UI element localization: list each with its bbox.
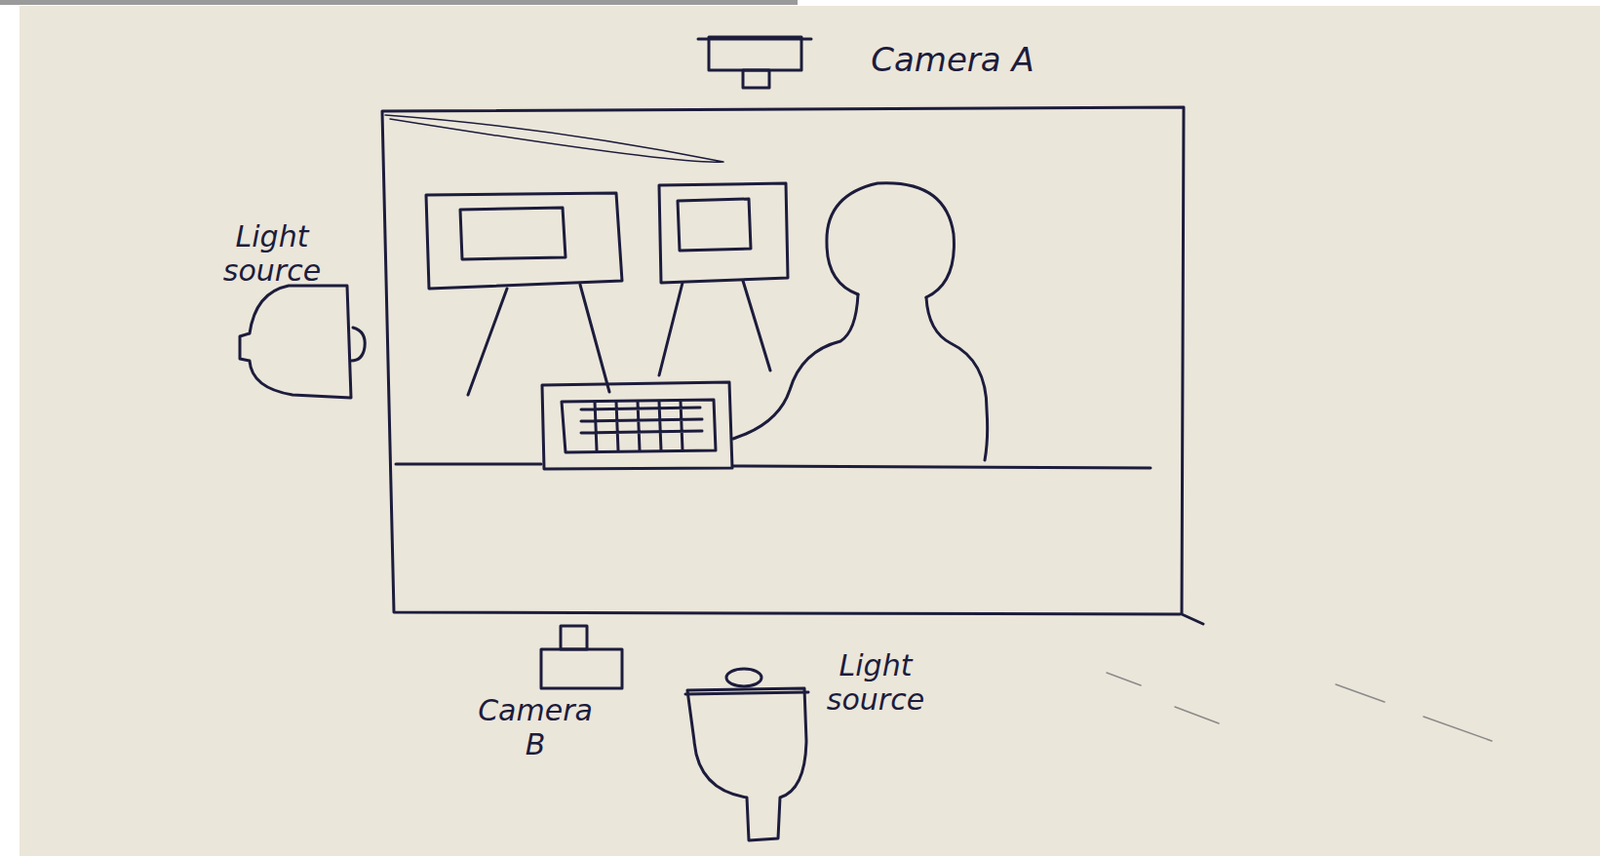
camera-a-symbol xyxy=(698,37,812,88)
light-label: Light source xyxy=(208,220,336,288)
camera-label: Camera A xyxy=(840,40,1065,79)
frame-scribble xyxy=(385,115,724,162)
keyboard xyxy=(542,382,733,469)
monitor-left xyxy=(426,193,623,395)
desk-edge xyxy=(395,464,1151,469)
person-silhouette xyxy=(733,183,988,461)
paper-background xyxy=(19,5,1600,856)
camera-b-symbol xyxy=(541,625,623,689)
light-left-symbol xyxy=(239,285,365,398)
light-bottom-symbol xyxy=(685,668,809,841)
camera-label: Camera B xyxy=(473,694,597,762)
faint-marks xyxy=(1106,672,1492,742)
light-label: Light source xyxy=(807,649,944,717)
monitor-right xyxy=(659,183,788,376)
scene-frame xyxy=(382,107,1204,625)
top-bar xyxy=(0,0,798,5)
